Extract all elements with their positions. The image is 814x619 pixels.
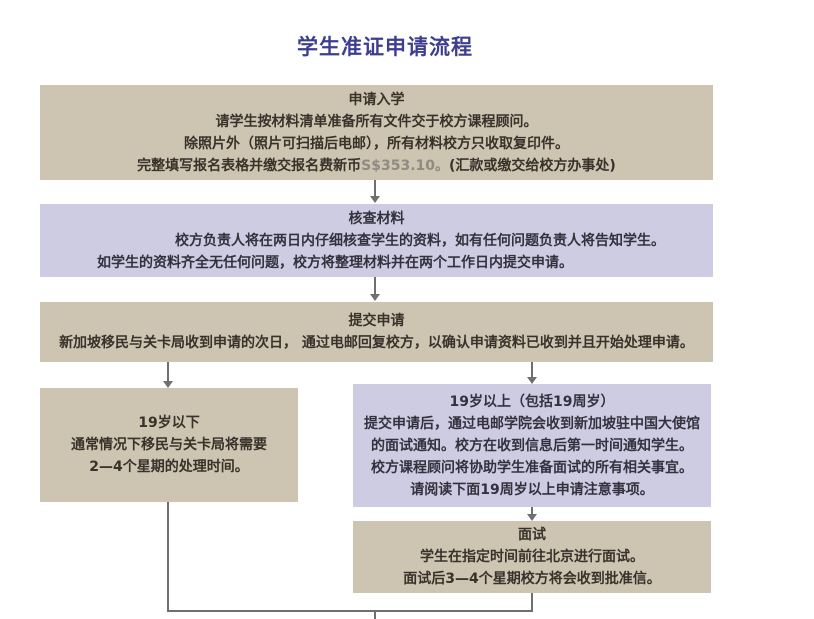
step-text-line-fee: 完整填写报名表格并缴交报名费新币S$353.10。(汇款或缴交给校方办事处) — [137, 155, 616, 177]
step-heading: 核查材料 — [348, 210, 405, 227]
step-text-line: 如学生的资料齐全无任何问题，校方将整理材料并在两个工作日内提交申请。 — [97, 254, 573, 271]
connector-line — [374, 612, 376, 619]
connector-line — [167, 502, 169, 612]
connector-line — [167, 610, 533, 612]
step-heading: 19岁以上（包括19周岁） — [449, 393, 615, 410]
down-arrow-icon — [370, 196, 380, 203]
step-text-line: 新加坡移民与关卡局收到申请的次日， 通过电邮回复校方，以确认申请资料已收到并且开… — [59, 335, 694, 351]
connector-line — [374, 277, 376, 295]
connector-line — [531, 593, 533, 612]
fee-prefix: 完整填写报名表格并缴交报名费新币 — [137, 157, 362, 174]
connector-line — [531, 362, 533, 378]
fee-amount: S$353.10。 — [361, 157, 450, 174]
step-verify-materials: 核查材料 校方负责人将在两日内仔细核查学生的资料，如有任何问题负责人将告知学生。… — [40, 204, 713, 277]
step-text-line: 的面试通知。校方在收到信息后第一时间通知学生。 — [371, 437, 693, 454]
step-text-line: 通常情况下移民与关卡局将需要 — [71, 437, 267, 453]
step-heading: 面试 — [518, 527, 546, 543]
connector-line — [531, 507, 533, 515]
step-text-line: 面试后3—4个星期校方将会收到批准信。 — [403, 571, 661, 587]
down-arrow-icon — [163, 381, 173, 388]
step-text-line: 请学生按材料清单准备所有文件交于校方课程顾问。 — [215, 113, 538, 130]
step-text-line: 请阅读下面19周岁以上申请注意事项。 — [410, 481, 654, 498]
branch-under-19: 19岁以下 通常情况下移民与关卡局将需要 2—4个星期的处理时间。 — [40, 388, 298, 502]
step-text-line: 校方负责人将在两日内仔细核查学生的资料，如有任何问题负责人将告知学生。 — [175, 232, 665, 249]
step-heading: 19岁以下 — [138, 415, 200, 431]
step-text-line: 提交申请后，通过电邮学院会收到新加坡驻中国大使馆 — [364, 415, 700, 432]
step-heading: 申请入学 — [348, 91, 405, 108]
step-text-line: 除照片外（照片可扫描后电邮），所有材料校方只收取复印件。 — [184, 135, 569, 152]
connector-line — [374, 180, 376, 197]
fee-suffix: (汇款或缴交给校方办事处) — [449, 157, 616, 174]
step-interview: 面试 学生在指定时间前往北京进行面试。 面试后3—4个星期校方将会收到批准信。 — [353, 521, 711, 593]
step-submit-application: 提交申请 新加坡移民与关卡局收到申请的次日， 通过电邮回复校方，以确认申请资料已… — [40, 302, 713, 362]
step-text-line: 2—4个星期的处理时间。 — [89, 459, 249, 475]
step-heading: 提交申请 — [348, 313, 405, 329]
down-arrow-icon — [527, 377, 537, 384]
down-arrow-icon — [527, 514, 537, 521]
page-title: 学生准证申请流程 — [297, 35, 473, 59]
connector-line — [167, 362, 169, 382]
branch-over-19: 19岁以上（包括19周岁） 提交申请后，通过电邮学院会收到新加坡驻中国大使馆 的… — [353, 384, 711, 507]
step-text-line: 学生在指定时间前往北京进行面试。 — [420, 549, 644, 565]
step-text-line: 校方课程顾问将协助学生准备面试的所有相关事宜。 — [371, 459, 693, 476]
step-apply-admission: 申请入学 请学生按材料清单准备所有文件交于校方课程顾问。 除照片外（照片可扫描后… — [40, 85, 713, 180]
down-arrow-icon — [370, 294, 380, 301]
